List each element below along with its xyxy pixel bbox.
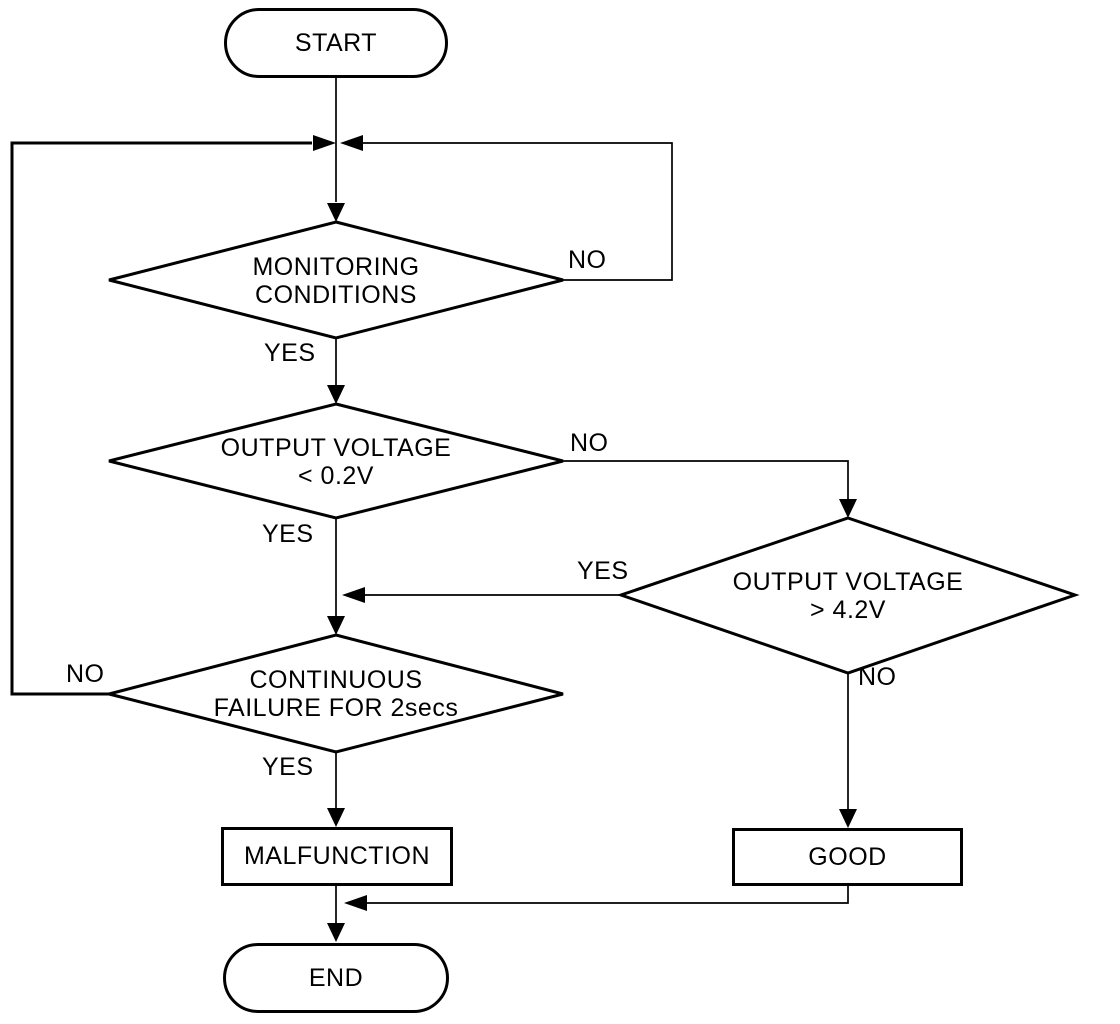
arrowhead-into-monitoring: [327, 203, 345, 222]
decision-continuous-failure-label: CONTINUOUS FAILURE FOR 2secs: [214, 666, 459, 722]
connector-good-merge: [367, 886, 849, 904]
decision-voltage-low-line2: < 0.2V: [298, 462, 374, 490]
arrowhead-into-good: [839, 809, 857, 828]
node-malfunction-label: MALFUNCTION: [243, 842, 431, 870]
node-good-label: GOOD: [808, 842, 887, 871]
connector-monitoring-no-loop: [362, 142, 673, 281]
node-start-label: START: [294, 28, 378, 57]
decision-voltage-low-line1: OUTPUT VOLTAGE: [220, 434, 452, 462]
edge-label-continuous-no: NO: [66, 660, 105, 688]
edge-label-monitoring-yes: YES: [264, 339, 316, 367]
arrowhead-into-continuous: [327, 616, 345, 635]
decision-continuous-line2: FAILURE FOR 2secs: [213, 694, 459, 722]
decision-monitoring-conditions-label: MONITORING CONDITIONS: [252, 253, 419, 309]
decision-output-voltage-high-label: OUTPUT VOLTAGE > 4.2V: [733, 568, 964, 624]
decision-monitoring-conditions-shape: [108, 220, 564, 340]
decision-output-voltage-low-label: OUTPUT VOLTAGE < 0.2V: [221, 434, 452, 490]
arrowhead-into-malfunction: [327, 808, 345, 827]
decision-voltage-high-line2: > 4.2V: [810, 596, 886, 624]
decision-monitoring-line1: MONITORING: [252, 253, 420, 281]
decision-output-voltage-high-shape: [616, 516, 1080, 675]
decision-continuous-failure-shape: [108, 633, 564, 754]
connector-continuous-no-loop: [10, 141, 312, 696]
arrowhead-into-end: [327, 923, 345, 942]
decision-continuous-line1: CONTINUOUS: [249, 666, 423, 694]
edge-label-voltage-high-yes: YES: [577, 557, 629, 585]
arrowhead-into-voltage-low: [327, 385, 345, 404]
arrowhead-voltage-high-yes: [342, 587, 365, 603]
arrowhead-into-voltage-high: [839, 499, 857, 518]
node-start: START: [224, 8, 448, 78]
edge-label-continuous-yes: YES: [262, 753, 314, 781]
node-malfunction: MALFUNCTION: [221, 827, 453, 886]
edge-label-monitoring-no: NO: [568, 246, 607, 274]
node-end: END: [223, 943, 449, 1013]
node-good: GOOD: [732, 828, 963, 886]
arrowhead-junction-left: [340, 135, 363, 151]
edge-label-voltage-high-no: NO: [858, 663, 897, 691]
arrowhead-good-merge: [344, 895, 367, 911]
connector-voltage-low-no: [563, 460, 849, 499]
decision-output-voltage-low-shape: [108, 402, 564, 520]
decision-voltage-high-line1: OUTPUT VOLTAGE: [732, 568, 964, 596]
decision-monitoring-line2: CONDITIONS: [255, 281, 417, 309]
arrowhead-junction-right: [313, 135, 336, 151]
edge-label-voltage-low-yes: YES: [262, 520, 314, 548]
node-end-label: END: [308, 963, 364, 992]
edge-label-voltage-low-no: NO: [570, 429, 609, 457]
